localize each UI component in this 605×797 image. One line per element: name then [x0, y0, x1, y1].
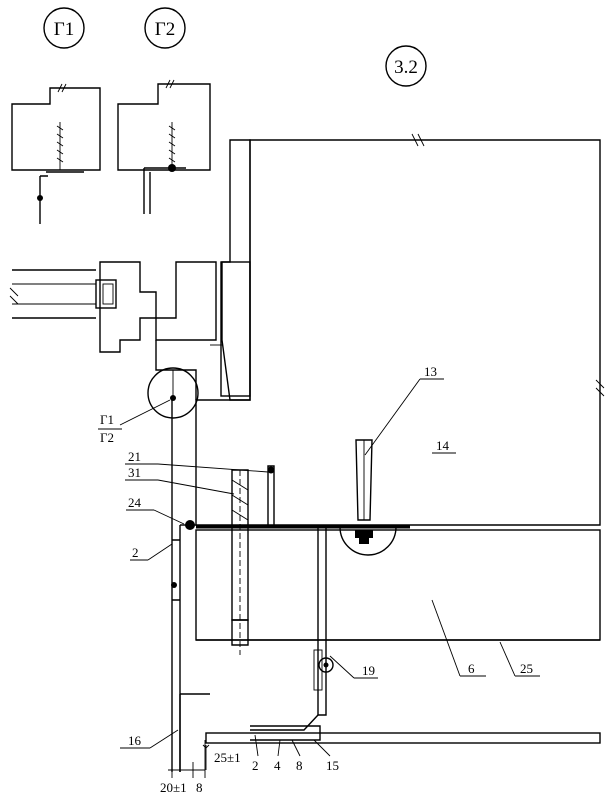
label-19: 19: [362, 663, 375, 678]
insulation-layer: [195, 529, 601, 641]
circle-label-g1: Г1: [43, 7, 85, 49]
anchor-13: [339, 439, 397, 556]
label-dim-8: 8: [196, 780, 203, 795]
leader-lines: [98, 378, 540, 757]
window-frame-section: [9, 261, 222, 400]
svg-text:Г1: Г1: [54, 19, 74, 40]
window-jamb: [221, 139, 251, 401]
circle-label-g2: Г2: [144, 7, 186, 49]
dimension-lines: [168, 740, 210, 778]
detail-view-g2: [117, 79, 211, 214]
label-25: 25: [520, 661, 533, 676]
label-4: 4: [274, 758, 281, 773]
circle-label-node: 3.2: [385, 45, 427, 87]
soffit-panel: [205, 732, 601, 744]
concrete-slab: [195, 133, 605, 526]
label-16: 16: [128, 733, 142, 748]
label-dim-25: 25±1: [214, 750, 241, 765]
svg-text:3.2: 3.2: [394, 57, 418, 78]
jamb-insulation: [220, 261, 251, 397]
detail-view-g1: [11, 83, 101, 224]
label-detail-top: Г1: [100, 412, 114, 427]
detail-circle: [147, 367, 199, 419]
label-15: 15: [326, 758, 339, 773]
label-8b: 8: [296, 758, 303, 773]
label-14: 14: [436, 438, 450, 453]
l-bracket: [250, 526, 334, 731]
label-2a: 2: [132, 545, 139, 560]
label-6: 6: [468, 661, 475, 676]
label-24: 24: [128, 495, 142, 510]
label-31: 31: [128, 465, 141, 480]
label-13: 13: [424, 364, 437, 379]
label-dim-20: 20±1: [160, 780, 187, 795]
svg-text:Г2: Г2: [155, 19, 175, 40]
anchor-21-31: [231, 465, 275, 655]
label-2b: 2: [252, 758, 259, 773]
drip-cap: [179, 693, 210, 772]
label-21: 21: [128, 449, 141, 464]
label-detail-bottom: Г2: [100, 430, 114, 445]
cladding-left: [171, 400, 196, 772]
